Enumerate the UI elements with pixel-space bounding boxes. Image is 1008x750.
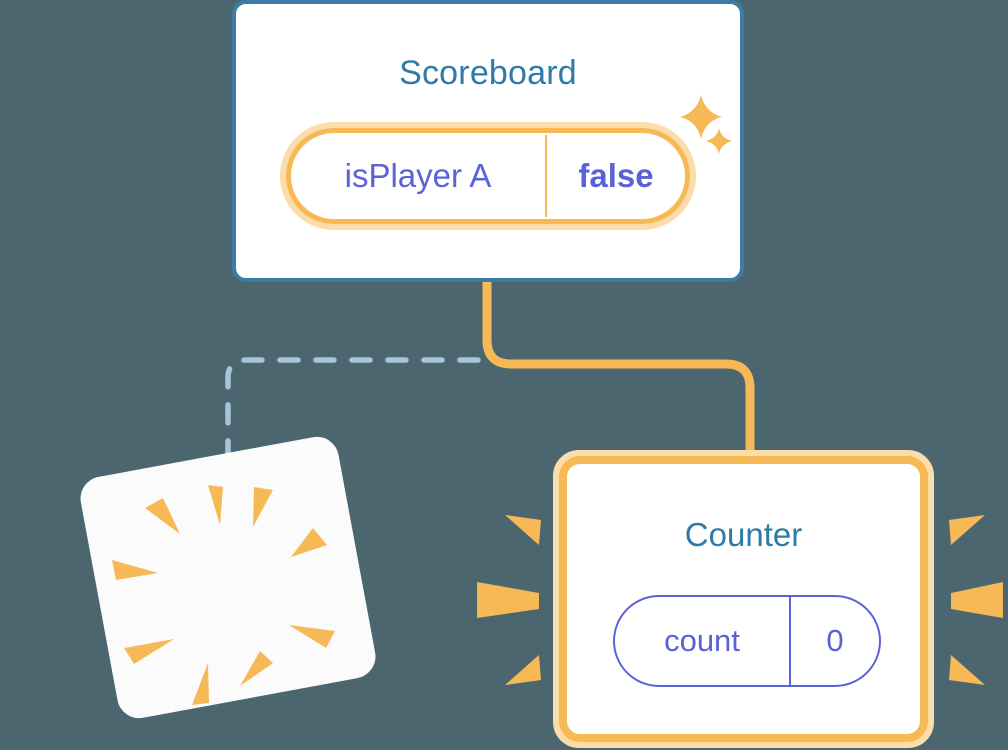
scoreboard-title: Scoreboard	[399, 54, 577, 92]
burst-ray-icon	[240, 651, 273, 686]
scoreboard-card[interactable]: Scoreboard isPlayer A false	[232, 0, 744, 282]
pill-body[interactable]: isPlayer A false	[286, 128, 690, 224]
state-value: false	[578, 157, 654, 194]
connector-scoreboard-to-blank-card	[225, 357, 481, 478]
burst-ray-icon	[124, 639, 174, 664]
burst-ray-icon	[289, 625, 335, 648]
counter-card-body[interactable]: Counter count 0	[559, 456, 928, 742]
burst-ray-icon	[145, 498, 180, 534]
state-key: isPlayer A	[344, 157, 492, 194]
burst-ray-icon	[949, 515, 985, 545]
sparkle-small-icon	[706, 128, 732, 154]
burst-ray-icon	[951, 582, 1003, 618]
connector-scoreboard-to-counter	[482, 276, 755, 465]
counter-state-pill[interactable]: count 0	[613, 595, 881, 687]
counter-card[interactable]: Counter count 0	[553, 450, 934, 748]
pill-divider	[789, 597, 791, 685]
burst-ray-icon	[208, 485, 223, 525]
pill-divider	[545, 135, 547, 217]
burst-ray-icon	[505, 655, 541, 685]
state-key: count	[664, 623, 740, 658]
sparkle-large-icon	[680, 95, 722, 139]
counter-card-glow	[553, 450, 934, 748]
burst-ray-icon	[112, 560, 158, 580]
burst-ray-icon	[291, 528, 327, 557]
burst-ray-icon	[949, 655, 985, 685]
burst-ray-icon	[477, 582, 539, 618]
scoreboard-state-pill[interactable]: isPlayer A false	[280, 122, 696, 230]
burst-ray-icon	[253, 487, 273, 527]
counter-title: Counter	[684, 516, 803, 553]
burst-ray-icon	[192, 663, 209, 705]
burst-ray-icon	[505, 515, 541, 545]
state-value: 0	[826, 623, 844, 658]
